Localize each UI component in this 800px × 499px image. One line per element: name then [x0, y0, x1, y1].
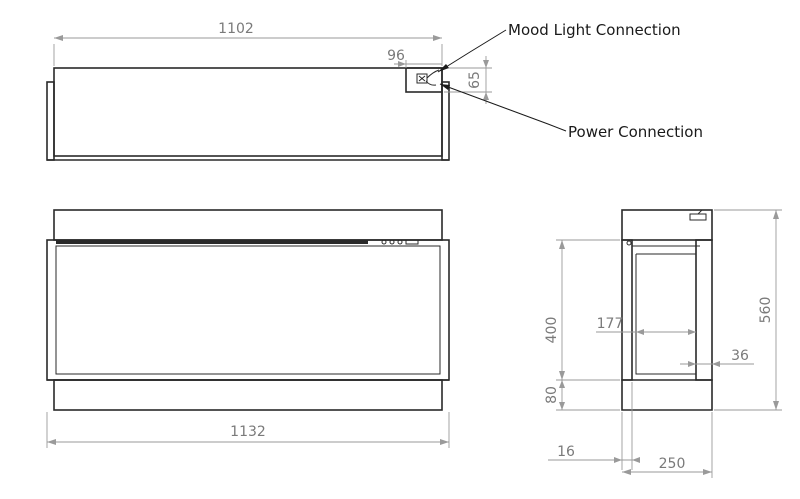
top-view: 1102 96 65 Mood Light Connection — [46, 21, 703, 161]
top-view-left-flange — [46, 81, 55, 161]
side-view-base — [621, 379, 713, 411]
dimension-side-wall: 16 — [548, 382, 640, 470]
dim-side-total-height-label: 560 — [758, 297, 774, 324]
callout-power: Power Connection — [568, 123, 703, 141]
dimension-top-width: 1102 — [53, 21, 443, 66]
side-view-inner-chamber — [635, 254, 696, 375]
dimension-connector-width: 96 — [387, 48, 442, 68]
dim-connector-width-label: 96 — [387, 48, 405, 64]
side-view-rear-wall — [695, 239, 713, 381]
dim-side-inner-depth-label: 177 — [597, 316, 624, 332]
front-view-outer-frame — [46, 239, 450, 381]
dim-top-width-label: 1102 — [218, 21, 254, 37]
dimension-side-inner-depth: 177 — [596, 316, 696, 335]
side-view: 560 400 80 177 — [544, 209, 782, 478]
mood-light-cable — [426, 69, 440, 79]
dim-connector-height-label: 65 — [467, 71, 483, 89]
side-plug-icon — [689, 209, 707, 221]
plug-socket-icon — [416, 73, 428, 84]
side-view-front-wall — [621, 239, 633, 381]
dimension-front-width: 1132 — [46, 412, 450, 448]
dim-side-lip-label: 36 — [731, 348, 749, 364]
dimension-side-depth: 250 — [622, 412, 713, 478]
dimension-side-total-height: 560 — [714, 209, 782, 411]
leader-mood-light: Mood Light Connection — [437, 21, 681, 73]
power-cable — [425, 80, 437, 86]
dim-side-opening-height-label: 400 — [544, 317, 560, 344]
front-view-bottom-frame — [53, 379, 443, 411]
dim-side-base-height-label: 80 — [544, 386, 560, 404]
front-view-top-frame — [53, 209, 443, 241]
control-button-icon — [397, 239, 403, 245]
control-display — [405, 239, 419, 245]
dimension-side-opening-height: 400 — [544, 239, 620, 381]
front-view: 1132 — [46, 209, 450, 448]
dimension-side-lip: 36 — [680, 348, 754, 367]
connector-box — [405, 67, 443, 93]
front-view-glass — [55, 245, 441, 375]
callout-mood-light: Mood Light Connection — [508, 21, 681, 39]
control-panel — [381, 239, 419, 245]
leader-power: Power Connection — [439, 83, 703, 141]
dim-side-depth-label: 250 — [659, 456, 686, 472]
dimension-connector-height: 65 — [444, 56, 492, 104]
front-view-vent-strip — [56, 240, 368, 244]
dim-side-wall-label: 16 — [557, 444, 575, 460]
dimension-side-base-height: 80 — [544, 380, 620, 411]
top-view-body — [53, 67, 443, 157]
top-view-right-flange — [441, 81, 450, 161]
control-button-icon — [389, 239, 395, 245]
dim-front-width-label: 1132 — [230, 424, 266, 440]
side-hinge-icon — [626, 240, 632, 246]
control-button-icon — [381, 239, 387, 245]
side-view-top — [621, 209, 713, 241]
